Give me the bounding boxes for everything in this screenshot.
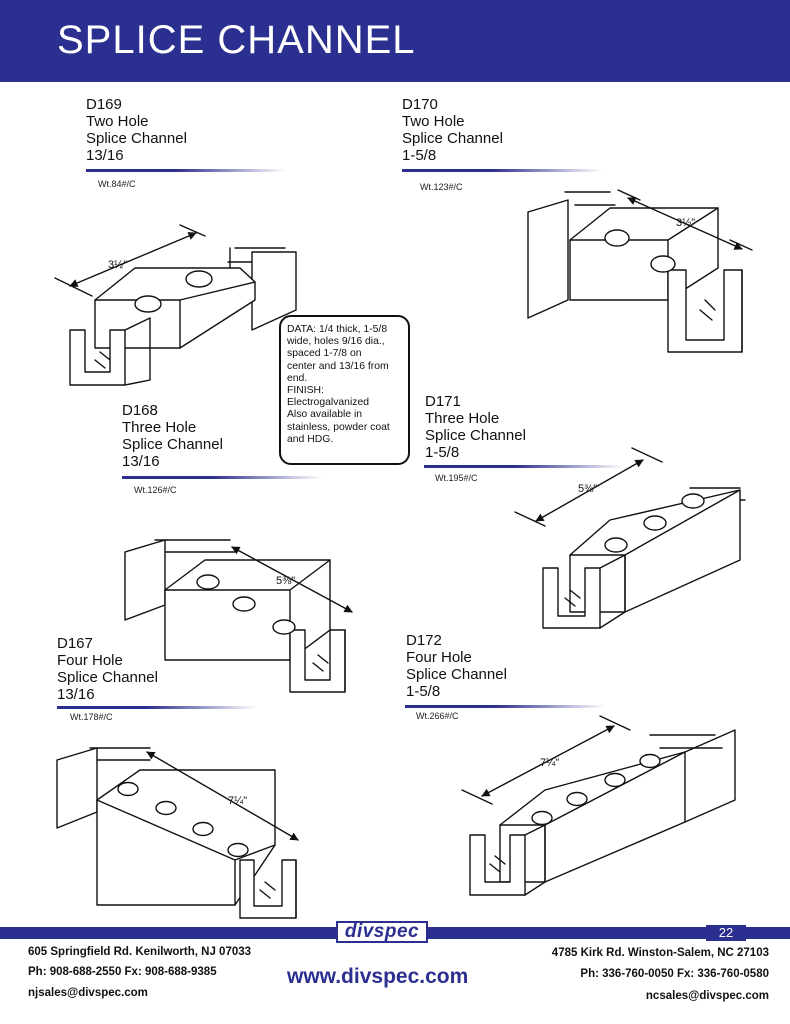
product-rule <box>405 705 605 708</box>
spec-info-box: DATA: 1/4 thick, 1-5/8 wide, holes 9/16 … <box>279 315 410 465</box>
product-weight: Wt.195#/C <box>435 473 478 483</box>
product-label-d172: D172 Four Hole Splice Channel 1-5/8 <box>406 632 507 700</box>
footer-right-phone: Ph: 336-760-0050 Fx: 336-760-0580 <box>580 968 769 980</box>
dimension-label: 3½" <box>676 217 695 229</box>
dimension-label: 3½" <box>108 259 127 271</box>
page-number: 22 <box>706 925 746 941</box>
product-label-d169: D169 Two Hole Splice Channel 13/16 <box>86 96 187 164</box>
product-line: 13/16 <box>86 147 124 164</box>
spec-line: spaced 1-7/8 on <box>287 348 362 360</box>
dimension-label: 7¼" <box>228 795 247 807</box>
product-rule <box>57 706 257 709</box>
product-code: D169 <box>86 96 122 113</box>
d171-drawing <box>514 447 746 629</box>
d170-drawing <box>527 189 753 353</box>
dimension-label: 5⅜" <box>276 575 295 587</box>
product-rule <box>402 169 602 172</box>
product-line: Splice Channel <box>86 130 187 147</box>
product-label-d170: D170 Two Hole Splice Channel 1-5/8 <box>402 96 503 164</box>
spec-line: FINISH: <box>287 385 324 397</box>
product-line: 1-5/8 <box>406 683 441 700</box>
product-line: Three Hole <box>425 410 500 427</box>
product-weight: Wt.123#/C <box>420 182 463 192</box>
product-rule <box>122 476 322 479</box>
d167-drawing <box>56 747 299 919</box>
d168-drawing <box>124 539 353 693</box>
spec-line: Electrogalvanized <box>287 397 370 409</box>
divspec-logo[interactable]: divspec <box>336 921 428 943</box>
spec-line: DATA: 1/4 thick, 1-5/8 <box>287 324 388 335</box>
page-title: SPLICE CHANNEL <box>57 18 416 62</box>
product-line: Splice Channel <box>122 436 223 453</box>
page-header: SPLICE CHANNEL <box>0 0 790 82</box>
website-link[interactable]: www.divspec.com <box>287 965 469 988</box>
product-line: Four Hole <box>57 652 123 669</box>
product-line: 1-5/8 <box>402 147 437 164</box>
d169-drawing <box>54 224 297 386</box>
product-weight: Wt.266#/C <box>416 711 459 721</box>
product-weight: Wt.84#/C <box>98 179 136 189</box>
spec-line: wide, holes 9/16 dia., <box>287 336 385 348</box>
spec-line: end. <box>287 372 308 384</box>
footer-left-email[interactable]: njsales@divspec.com <box>28 987 148 999</box>
product-code: D171 <box>425 393 461 410</box>
footer-left-phone: Ph: 908-688-2550 Fx: 908-688-9385 <box>28 966 217 978</box>
product-rule <box>86 169 286 172</box>
product-line: 1-5/8 <box>425 444 460 461</box>
product-line: Splice Channel <box>406 666 507 683</box>
spec-line: and HDG. <box>287 433 334 445</box>
product-line: Two Hole <box>86 113 149 130</box>
product-code: D168 <box>122 402 158 419</box>
product-line: 13/16 <box>122 453 160 470</box>
product-line: Splice Channel <box>57 669 158 686</box>
product-line: Splice Channel <box>402 130 503 147</box>
product-line: Three Hole <box>122 419 197 436</box>
product-code: D172 <box>406 632 442 649</box>
d172-drawing <box>461 715 736 896</box>
product-weight: Wt.178#/C <box>70 712 113 722</box>
dimension-label: 5⅜" <box>578 483 597 495</box>
dimension-label: 7¼" <box>540 757 559 769</box>
spec-line: Also available in <box>287 409 363 421</box>
product-line: 13/16 <box>57 686 95 703</box>
product-code: D170 <box>402 96 438 113</box>
product-rule <box>424 465 624 468</box>
spec-line: stainless, powder coat <box>287 421 390 433</box>
spec-line: center and 13/16 from <box>287 360 389 372</box>
product-label-d168: D168 Three Hole Splice Channel 13/16 <box>122 402 223 470</box>
footer-right-email[interactable]: ncsales@divspec.com <box>645 990 769 1002</box>
product-label-d167: D167 Four Hole Splice Channel 13/16 <box>57 635 158 703</box>
footer-right-address: 4785 Kirk Rd. Winston-Salem, NC 27103 <box>551 947 769 959</box>
product-line: Four Hole <box>406 649 472 666</box>
footer-left-address: 605 Springfield Rd. Kenilworth, NJ 07033 <box>28 946 252 958</box>
product-label-d171: D171 Three Hole Splice Channel 1-5/8 <box>425 393 526 461</box>
product-line: Two Hole <box>402 113 465 130</box>
product-line: Splice Channel <box>425 427 526 444</box>
product-code: D167 <box>57 635 93 652</box>
product-weight: Wt.126#/C <box>134 485 177 495</box>
